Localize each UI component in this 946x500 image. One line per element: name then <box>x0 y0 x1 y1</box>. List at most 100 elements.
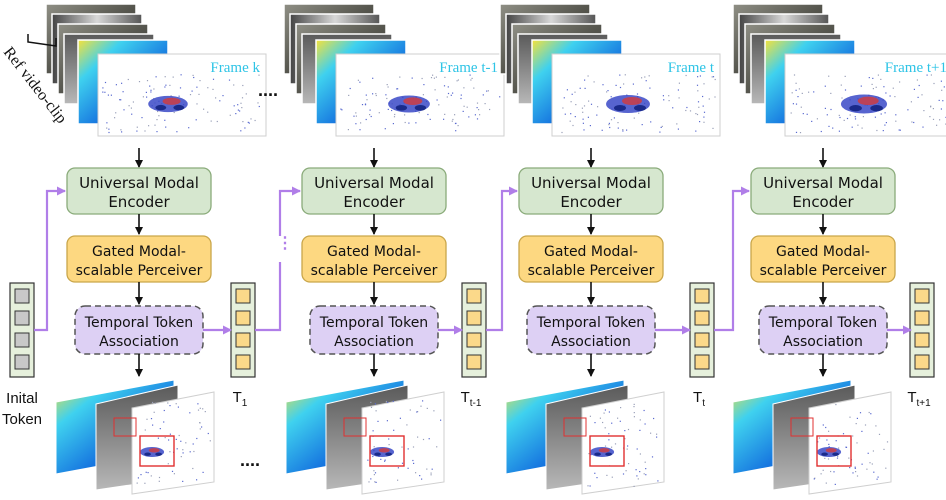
event-noise-dot <box>868 411 870 414</box>
event-noise-dot <box>641 77 643 79</box>
event-noise-dot <box>429 118 431 120</box>
event-noise-dot <box>195 119 197 121</box>
event-noise-dot <box>237 109 239 111</box>
event-noise-dot <box>615 84 617 86</box>
event-noise-dot <box>434 89 436 91</box>
event-noise-dot <box>685 74 687 77</box>
event-noise-dot <box>447 86 449 88</box>
event-noise-dot <box>878 433 881 435</box>
event-noise-dot <box>929 116 931 118</box>
event-noise-dot <box>469 74 471 76</box>
temporal-token-label: Tt+1 <box>907 389 931 409</box>
event-noise-dot <box>229 114 231 116</box>
token-cell <box>694 332 710 348</box>
event-noise-dot <box>702 95 704 98</box>
event-noise-dot <box>476 118 479 120</box>
top-ellipsis: .... <box>258 80 278 100</box>
encoder-label: Encoder <box>560 193 622 211</box>
token-cell <box>235 332 251 348</box>
event-noise-dot <box>852 472 854 474</box>
car-event-highlight <box>857 96 879 106</box>
event-noise-dot <box>811 120 813 122</box>
event-noise-dot <box>452 118 454 121</box>
event-noise-dot <box>202 471 204 473</box>
car-wheel <box>605 452 612 456</box>
event-noise-dot <box>644 423 646 425</box>
event-noise-dot <box>855 471 857 473</box>
event-noise-dot <box>487 90 489 92</box>
event-noise-dot <box>399 417 401 419</box>
event-noise-dot <box>608 124 610 126</box>
event-noise-dot <box>625 470 627 472</box>
event-noise-dot <box>610 96 612 98</box>
event-noise-dot <box>444 76 446 78</box>
perceiver-label: scalable Perceiver <box>528 263 655 279</box>
event-noise-dot <box>150 91 152 93</box>
event-noise-dot <box>668 95 670 97</box>
event-noise-dot <box>873 471 875 473</box>
event-noise-dot <box>136 126 138 128</box>
event-noise-dot <box>436 99 438 101</box>
event-noise-dot <box>790 112 792 114</box>
event-noise-dot <box>638 112 640 114</box>
event-noise-dot <box>938 99 940 101</box>
event-noise-dot <box>686 106 688 109</box>
event-noise-dot <box>115 112 117 114</box>
token-subscript: t-1 <box>470 398 482 409</box>
output-frame-stack <box>55 379 215 495</box>
event-noise-dot <box>193 76 195 79</box>
event-noise-dot <box>617 417 619 419</box>
event-noise-dot <box>808 91 810 93</box>
event-noise-dot <box>368 481 370 483</box>
event-noise-dot <box>645 474 647 476</box>
event-noise-dot <box>189 451 191 453</box>
event-noise-dot <box>370 406 373 408</box>
event-noise-dot <box>435 76 437 78</box>
event-noise-dot <box>446 96 448 98</box>
event-noise-dot <box>574 116 576 118</box>
event-noise-dot <box>606 474 608 476</box>
event-noise-dot <box>913 121 915 124</box>
event-noise-dot <box>426 407 428 409</box>
event-noise-dot <box>185 442 187 444</box>
car-event-highlight <box>403 97 423 105</box>
event-noise-dot <box>695 130 697 132</box>
event-noise-dot <box>388 444 390 446</box>
perceiver-label: Gated Modal- <box>327 244 421 260</box>
association-label: Temporal Token <box>319 315 428 331</box>
event-noise-dot <box>235 113 237 115</box>
event-noise-dot <box>584 87 586 89</box>
car-event-highlight <box>598 448 610 453</box>
event-noise-dot <box>210 120 212 122</box>
car-wheel <box>374 452 381 456</box>
event-noise-dot <box>574 91 576 93</box>
event-noise-dot <box>486 90 488 92</box>
event-noise-dot <box>157 110 159 113</box>
event-noise-dot <box>575 104 577 106</box>
event-noise-dot <box>372 77 374 79</box>
event-noise-dot <box>178 95 180 97</box>
event-noise-dot <box>641 124 643 126</box>
event-noise-dot <box>436 446 438 448</box>
event-noise-dot <box>239 110 241 112</box>
event-noise-dot <box>695 113 697 115</box>
event-noise-dot <box>660 126 662 128</box>
event-noise-dot <box>152 424 154 426</box>
event-noise-dot <box>643 473 645 475</box>
event-noise-dot <box>870 413 872 415</box>
token-cell <box>14 310 30 326</box>
event-noise-dot <box>237 104 239 106</box>
event-noise-dot <box>885 122 887 124</box>
event-noise-dot <box>613 117 615 119</box>
event-noise-dot <box>883 448 885 450</box>
event-noise-dot <box>182 480 184 482</box>
event-noise-dot <box>245 93 247 95</box>
event-noise-dot <box>242 121 244 123</box>
output-event-frame <box>361 391 445 495</box>
event-noise-dot <box>619 86 622 89</box>
event-noise-dot <box>241 97 244 99</box>
event-noise-dot <box>375 93 377 95</box>
event-noise-dot <box>173 111 175 114</box>
event-noise-dot <box>107 94 109 96</box>
event-noise-dot <box>175 438 177 440</box>
